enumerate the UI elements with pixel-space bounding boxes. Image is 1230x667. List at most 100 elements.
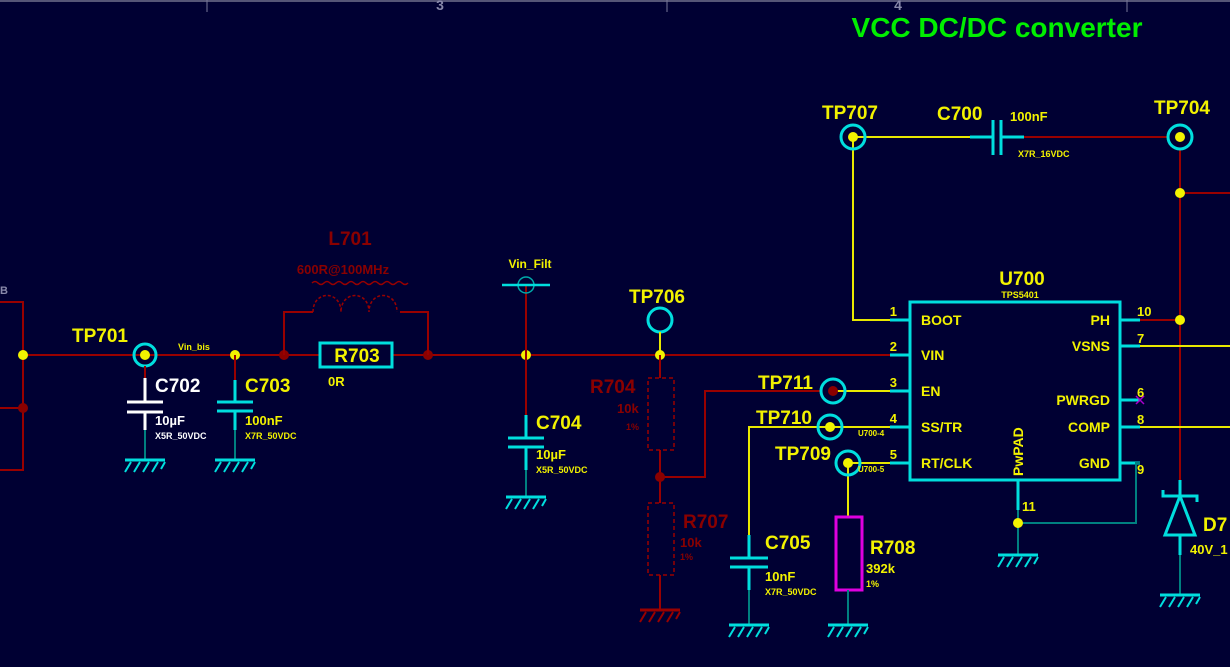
pin-name: COMP (1068, 419, 1110, 435)
c705-capacitor[interactable]: C705 10nF X7R_50VDC (727, 533, 817, 639)
pin-name: BOOT (921, 312, 962, 328)
pin-name: RT/CLK (921, 455, 972, 471)
pin-name: VSNS (1072, 338, 1110, 354)
pin-name: EN (921, 383, 940, 399)
c704-rating: X5R_50VDC (536, 465, 588, 475)
ground-icon (996, 553, 1040, 569)
tp704-test-point[interactable]: TP704 (1154, 98, 1230, 490)
pin-num: 4 (890, 411, 898, 426)
tp711-label: TP711 (758, 373, 813, 394)
pin-name: PWRGD (1056, 392, 1110, 408)
tp709-label: TP709 (775, 444, 831, 465)
sheet-ruler: 3 4 B (0, 0, 1230, 297)
r703-resistor[interactable]: R703 0R (318, 341, 394, 389)
c700-value: 100nF (1010, 109, 1048, 124)
tp701-label: TP701 (72, 326, 128, 347)
ground-icon (213, 458, 257, 474)
wires-left[interactable] (0, 301, 908, 471)
ground-icon (504, 495, 548, 511)
pin-num: 2 (890, 339, 897, 354)
r707-resistor[interactable]: R707 10k 1% (638, 502, 728, 624)
no-connect-icon (1135, 395, 1145, 405)
d7-value: 40V_1 (1190, 542, 1228, 557)
r704-value: 10k (617, 401, 639, 416)
c704-capacitor[interactable]: C704 10µF X5R_50VDC (504, 355, 588, 511)
d7-ref: D7 (1203, 515, 1227, 536)
tp709-test-point[interactable]: TP709 U700-5 (775, 444, 890, 517)
pin-name: VIN (921, 347, 944, 363)
ruler-row-b: B (0, 285, 8, 297)
tp701-test-point[interactable]: TP701 (72, 326, 158, 368)
ground-icon (123, 458, 167, 474)
tp710-label: TP710 (756, 408, 812, 429)
pin-name: SS/TR (921, 419, 962, 435)
c704-ref: C704 (536, 413, 582, 434)
c700-ref: C700 (937, 104, 982, 125)
r707-tol: 1% (680, 552, 693, 562)
pad-name: PwPAD (1010, 427, 1026, 476)
c704-value: 10µF (536, 447, 566, 462)
r704-resistor[interactable]: R704 10k 1% (590, 355, 820, 503)
c705-rating: X7R_50VDC (765, 587, 817, 597)
r707-ref: R707 (683, 512, 728, 533)
u700-left-pins: 1 2 3 4 5 BOOT VIN EN SS/TR RT/CLK (890, 304, 973, 471)
u700-part: TPS5401 (1001, 290, 1039, 300)
pin-num: 9 (1137, 462, 1144, 477)
ruler-col-3: 3 (436, 0, 444, 13)
c703-capacitor[interactable]: C703 100nF X7R_50VDC (213, 350, 297, 474)
c705-value: 10nF (765, 569, 795, 584)
l701-inductor[interactable]: L701 600R@100MHz (279, 229, 433, 360)
pad-num: 11 (1022, 499, 1036, 514)
d7-zener-diode[interactable]: D7 40V_1 (1158, 480, 1228, 609)
c703-rating: X7R_50VDC (245, 431, 297, 441)
net-vin-filt: Vin_Filt (508, 257, 551, 271)
r704-ref: R704 (590, 377, 636, 398)
tp707-test-point[interactable]: TP707 (822, 103, 990, 321)
ground-icon (727, 623, 771, 639)
u700-ref: U700 (999, 269, 1044, 290)
l701-value: 600R@100MHz (297, 262, 390, 277)
l701-ref: L701 (328, 229, 372, 250)
net-u700-4: U700-4 (858, 429, 885, 438)
sheet-title: VCC DC/DC converter (852, 12, 1143, 43)
tp710-test-point[interactable]: TP710 U700-4 (748, 408, 890, 540)
c702-capacitor[interactable]: C702 10µF X5R_50VDC (123, 366, 207, 474)
ground-icon (826, 623, 870, 639)
c703-ref: C703 (245, 376, 290, 397)
c700-rating: X7R_16VDC (1018, 149, 1070, 159)
r703-ref: R703 (334, 346, 379, 367)
r703-value: 0R (328, 374, 345, 389)
pin-name: PH (1091, 312, 1110, 328)
net-u700-5: U700-5 (858, 465, 885, 474)
pin-num: 3 (890, 375, 897, 390)
pin-num: 6 (1137, 385, 1144, 400)
pin-num: 5 (890, 447, 897, 462)
u700-right-pins: 10 7 6 8 9 PH VSNS PWRGD COMP GND (1056, 304, 1151, 477)
u700-ic[interactable]: U700 TPS5401 1 2 3 4 5 BOOT VIN EN SS/TR… (890, 269, 1152, 514)
c702-value: 10µF (155, 413, 185, 428)
tp711-test-point[interactable]: TP711 (758, 373, 890, 405)
c700-capacitor[interactable]: C700 100nF X7R_16VDC (937, 104, 1168, 159)
pin-num: 1 (890, 304, 897, 319)
tp706-label: TP706 (629, 287, 685, 308)
wires-right[interactable] (996, 315, 1230, 569)
r708-tol: 1% (866, 579, 879, 589)
ground-icon (1158, 593, 1202, 609)
r707-value: 10k (680, 535, 702, 550)
pin-num: 10 (1137, 304, 1151, 319)
c702-rating: X5R_50VDC (155, 431, 207, 441)
pin-name: GND (1079, 455, 1110, 471)
vin-filt-net-port[interactable]: Vin_Filt (502, 257, 552, 360)
tp704-label: TP704 (1154, 98, 1210, 119)
r708-value: 392k (866, 561, 896, 576)
pin-num: 8 (1137, 412, 1144, 427)
tp706-test-point[interactable]: TP706 (629, 287, 685, 360)
pin-num: 7 (1137, 331, 1144, 346)
net-vin-bis: Vin_bis (178, 342, 210, 352)
ground-icon (638, 608, 682, 624)
c702-ref: C702 (155, 376, 200, 397)
c705-ref: C705 (765, 533, 811, 554)
ruler-col-4: 4 (894, 0, 902, 13)
r708-resistor[interactable]: R708 392k 1% (826, 515, 915, 639)
